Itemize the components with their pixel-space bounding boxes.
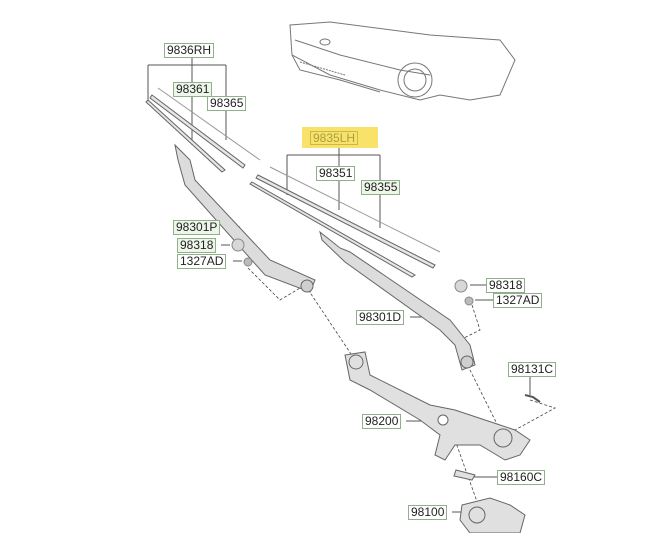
label-1327ad-right[interactable]: 1327AD [493, 293, 543, 308]
label-98301d[interactable]: 98301D [356, 310, 405, 325]
label-98100[interactable]: 98100 [408, 505, 448, 520]
label-1327ad-left[interactable]: 1327AD [177, 254, 227, 269]
label-9835lh: 9835LH [310, 131, 359, 145]
label-98365[interactable]: 98365 [207, 96, 247, 111]
highlighted-part-9835lh[interactable]: 9835LH [302, 127, 378, 148]
label-98355[interactable]: 98355 [361, 180, 401, 195]
car-illustration [289, 21, 516, 101]
label-98351[interactable]: 98351 [316, 166, 356, 181]
label-98318-left[interactable]: 98318 [177, 238, 217, 253]
label-98200[interactable]: 98200 [362, 414, 402, 429]
label-98301p[interactable]: 98301P [173, 220, 221, 235]
label-98160c[interactable]: 98160C [497, 470, 546, 485]
label-98131c[interactable]: 98131C [508, 362, 557, 377]
label-98318-right[interactable]: 98318 [486, 278, 526, 293]
label-9836rh[interactable]: 9836RH [164, 43, 215, 58]
label-98361[interactable]: 98361 [173, 82, 213, 97]
